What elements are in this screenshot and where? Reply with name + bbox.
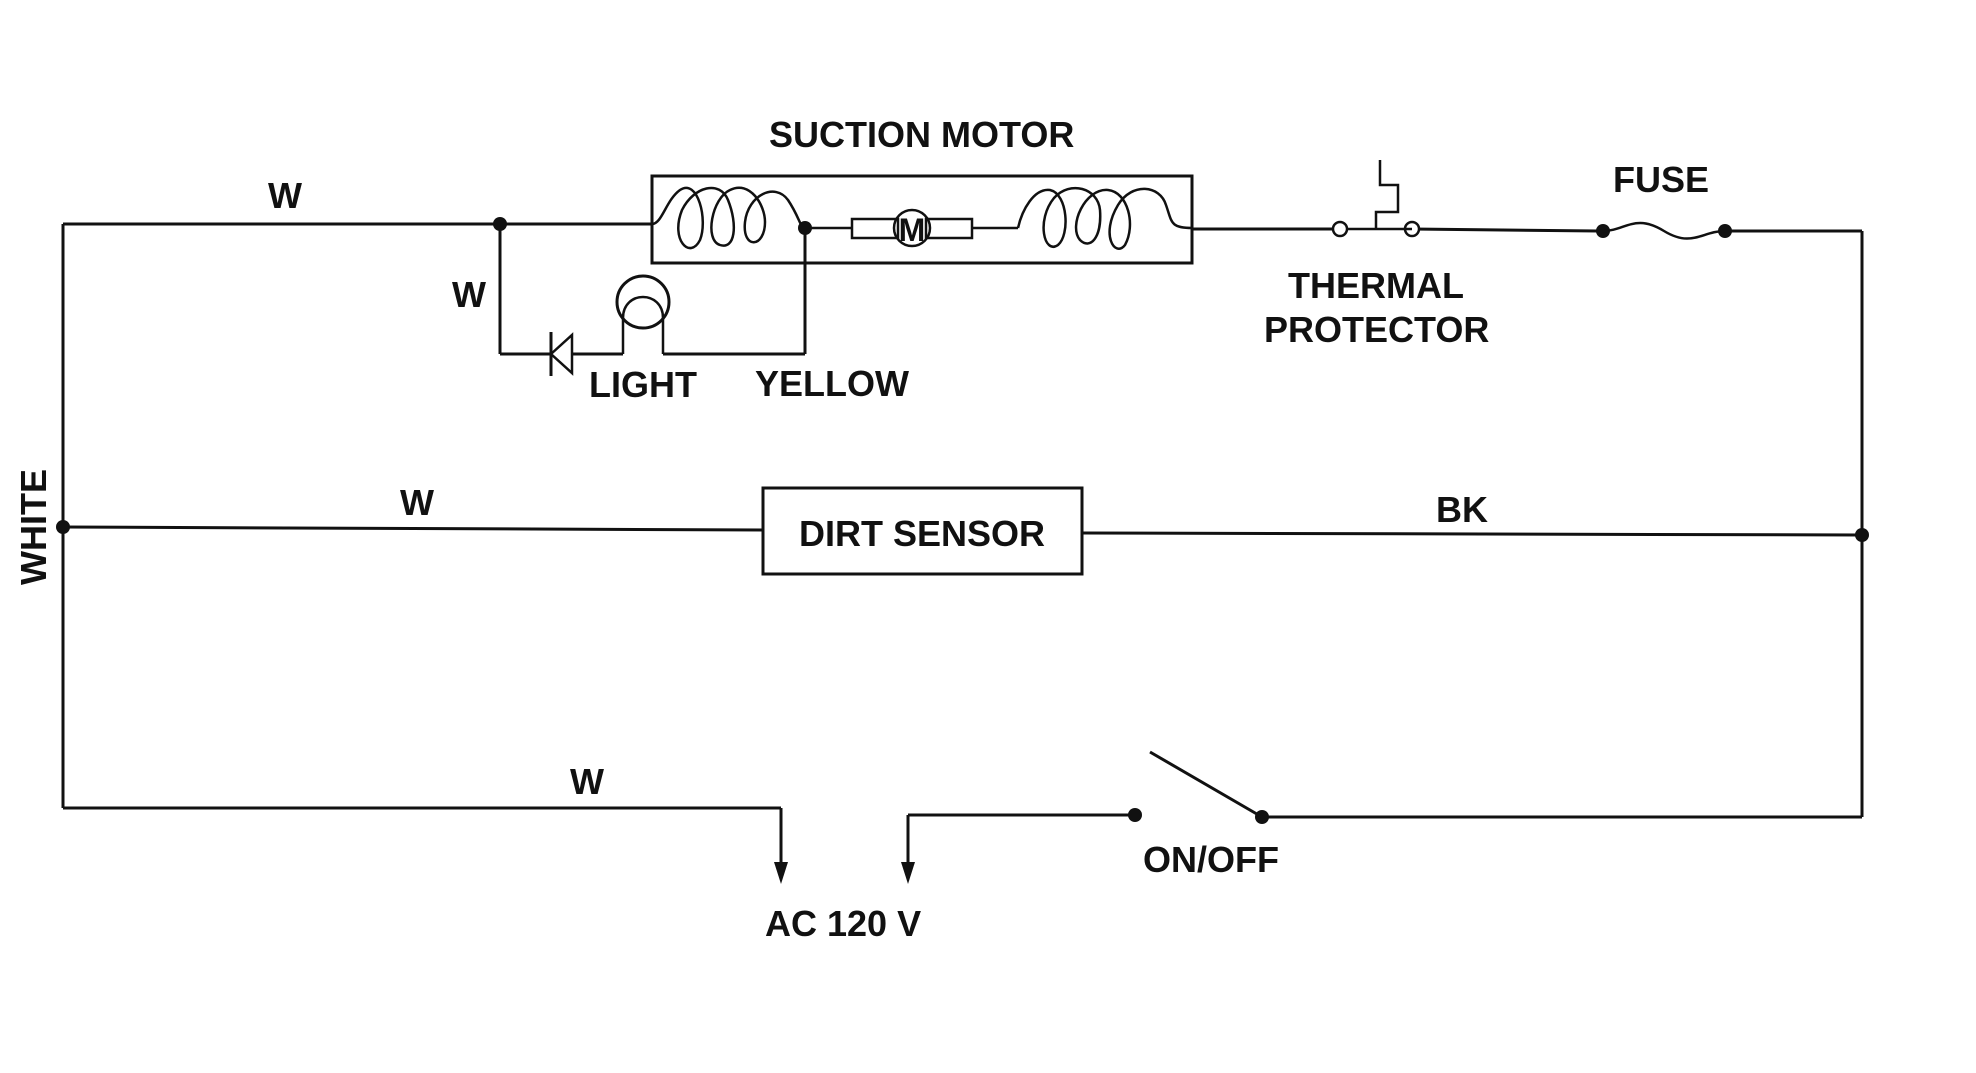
- motor-armature-left: [850, 217, 900, 240]
- light-label: LIGHT: [589, 364, 697, 405]
- light-bulb-icon: [615, 274, 671, 330]
- dirt-sensor-label: DIRT SENSOR: [799, 513, 1045, 554]
- switch-lever: [1149, 750, 1263, 819]
- motor-armature-right: [924, 217, 974, 240]
- bk-label: BK: [1436, 489, 1488, 530]
- suction-motor-label: SUCTION MOTOR: [769, 114, 1074, 155]
- motor-symbol-label: M: [899, 212, 926, 248]
- junction-right-middle: [1855, 528, 1869, 542]
- wire-w-middle-label: W: [400, 482, 434, 523]
- wire-thermal-to-fuse: [1411, 227, 1599, 233]
- arrow-left-terminal: [774, 862, 788, 884]
- fuse-label: FUSE: [1613, 159, 1709, 200]
- motor-coil-right: [1016, 186, 1193, 250]
- wire-w-branch-label: W: [452, 274, 486, 315]
- thermal-protector-label-line2: PROTECTOR: [1264, 309, 1489, 350]
- arrow-right-terminal: [901, 862, 915, 884]
- wire-w-bottom-label: W: [570, 761, 604, 802]
- junction-left-middle: [56, 520, 70, 534]
- switch-contact-left: [1128, 808, 1142, 822]
- thermal-protector-label-line1: THERMAL: [1288, 265, 1464, 306]
- dirt-sensor-box: [761, 486, 1084, 576]
- on-off-label: ON/OFF: [1143, 839, 1279, 880]
- ac-source-label: AC 120 V: [765, 903, 921, 944]
- diode-symbol: [549, 332, 574, 376]
- motor-symbol-circle: [892, 208, 932, 248]
- light-bulb-filament: [621, 295, 665, 354]
- wire-middle-right: [1081, 531, 1863, 537]
- thermal-protector-symbol: [1347, 160, 1412, 231]
- thermal-contact-left: [1331, 220, 1349, 238]
- motor-coil-left: [651, 186, 806, 250]
- wire-middle-left: [62, 525, 764, 532]
- suction-motor-box: [650, 174, 1194, 265]
- white-label: WHITE: [13, 469, 54, 585]
- yellow-label: YELLOW: [755, 363, 909, 404]
- wire-w-top-label: W: [268, 175, 302, 216]
- fuse-symbol: [1602, 221, 1726, 240]
